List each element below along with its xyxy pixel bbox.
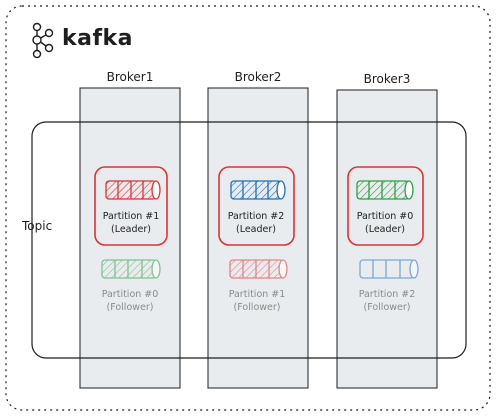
leader-box-3 — [347, 166, 424, 246]
kafka-logo-icon — [32, 22, 54, 59]
follower-label-3: Partition #2 (Follower) — [327, 288, 447, 314]
leader-box-1 — [94, 166, 168, 246]
partition-name: Partition #2 — [358, 289, 416, 300]
broker-name-2: Broker2 — [234, 70, 282, 84]
partition-cylinder-b2-follower — [229, 259, 288, 279]
leader-box-2 — [218, 166, 295, 246]
partition-role: (Follower) — [233, 302, 281, 313]
partition-role: (Leader) — [236, 224, 276, 235]
broker-column-2 — [207, 87, 309, 389]
partition-cylinder-b1-follower — [101, 259, 161, 279]
broker-column-3 — [336, 89, 438, 389]
partition-name: Partition #0 — [356, 211, 414, 222]
partition-role: (Leader) — [365, 224, 405, 235]
partition-role: (Leader) — [111, 224, 151, 235]
partition-name: Partition #1 — [228, 289, 286, 300]
partition-cylinder-b1-leader — [105, 180, 161, 200]
partition-cylinder-b3-follower — [359, 259, 419, 279]
broker-column-1 — [79, 87, 181, 389]
broker-name-1: Broker1 — [106, 70, 154, 84]
partition-name: Partition #2 — [227, 211, 285, 222]
leader-label-3: Partition #0 (Leader) — [325, 210, 445, 236]
leader-label-1: Partition #1 (Leader) — [71, 210, 191, 236]
partition-cylinder-b2-leader — [230, 180, 286, 200]
partition-role: (Follower) — [106, 302, 154, 313]
partition-name: Partition #0 — [101, 289, 159, 300]
brand-name: kafka — [62, 26, 134, 51]
topic-box — [31, 121, 467, 359]
follower-label-2: Partition #1 (Follower) — [197, 288, 317, 314]
follower-label-1: Partition #0 (Follower) — [70, 288, 190, 314]
partition-role: (Follower) — [363, 302, 411, 313]
partition-name: Partition #1 — [102, 211, 160, 222]
broker-name-3: Broker3 — [363, 72, 411, 86]
topic-label: Topic — [22, 219, 53, 233]
leader-label-2: Partition #2 (Leader) — [196, 210, 316, 236]
cluster-frame — [5, 5, 491, 411]
partition-cylinder-b3-leader — [356, 180, 414, 200]
